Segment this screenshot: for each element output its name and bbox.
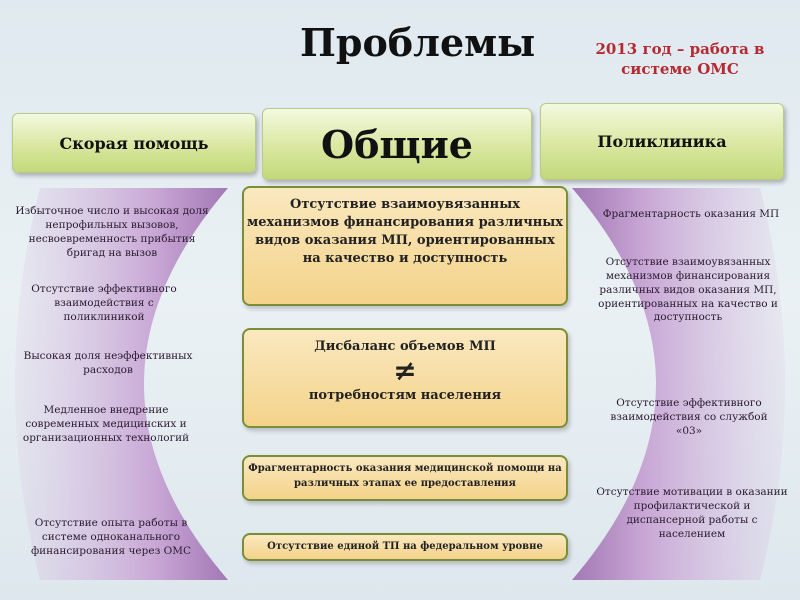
left-item-2: Отсутствие эффективного взаимодействия с… bbox=[31, 283, 177, 323]
volume-imbalance-title: Дисбаланс объемов МП bbox=[314, 339, 496, 354]
right-crescent-shape bbox=[560, 188, 800, 580]
left-crescent-shape bbox=[0, 188, 240, 580]
slide-title: Проблемы bbox=[300, 20, 536, 65]
not-equal-symbol: ≠ bbox=[393, 353, 417, 387]
right-item-4: Отсутствие мотивации в оказании профилак… bbox=[596, 486, 788, 540]
left-item-5: Отсутствие опыта работы в системе однока… bbox=[30, 517, 192, 557]
header-polyclinic-label: Поликлиника bbox=[597, 132, 727, 151]
left-item-4: Медленное внедрение современных медицинс… bbox=[22, 404, 190, 444]
common-financing-box: Отсутствие взаимоувязанных механизмов фи… bbox=[242, 186, 568, 306]
slide-note: 2013 год – работа в системе ОМС bbox=[595, 40, 765, 78]
header-ambulance-label: Скорая помощь bbox=[59, 133, 209, 153]
left-item-3: Высокая доля неэффективных расходов bbox=[23, 350, 193, 376]
no-unified-tp-text: Отсутствие единой ТП на федеральном уров… bbox=[267, 541, 543, 552]
right-item-3: Отсутствие эффективного взаимодействия с… bbox=[610, 397, 768, 437]
header-polyclinic: Поликлиника bbox=[540, 103, 784, 180]
header-ambulance: Скорая помощь bbox=[12, 113, 256, 173]
right-item-1: Фрагментарность оказания МП bbox=[602, 208, 780, 220]
volume-imbalance-box: Дисбаланс объемов МП ≠ потребностям насе… bbox=[242, 328, 568, 428]
fragmentation-box: Фрагментарность оказания медицинской пом… bbox=[242, 455, 568, 501]
no-unified-tp-box: Отсутствие единой ТП на федеральном уров… bbox=[242, 533, 568, 561]
right-item-2: Отсутствие взаимоувязанных механизмов фи… bbox=[598, 256, 778, 324]
left-item-1: Избыточное число и высокая доля непрофил… bbox=[15, 205, 209, 259]
header-common-label: Общие bbox=[321, 121, 473, 167]
common-financing-text: Отсутствие взаимоувязанных механизмов фи… bbox=[246, 197, 564, 266]
fragmentation-text: Фрагментарность оказания медицинской пом… bbox=[248, 463, 562, 489]
header-common: Общие bbox=[262, 108, 532, 180]
volume-imbalance-subtitle: потребностям населения bbox=[308, 387, 502, 403]
